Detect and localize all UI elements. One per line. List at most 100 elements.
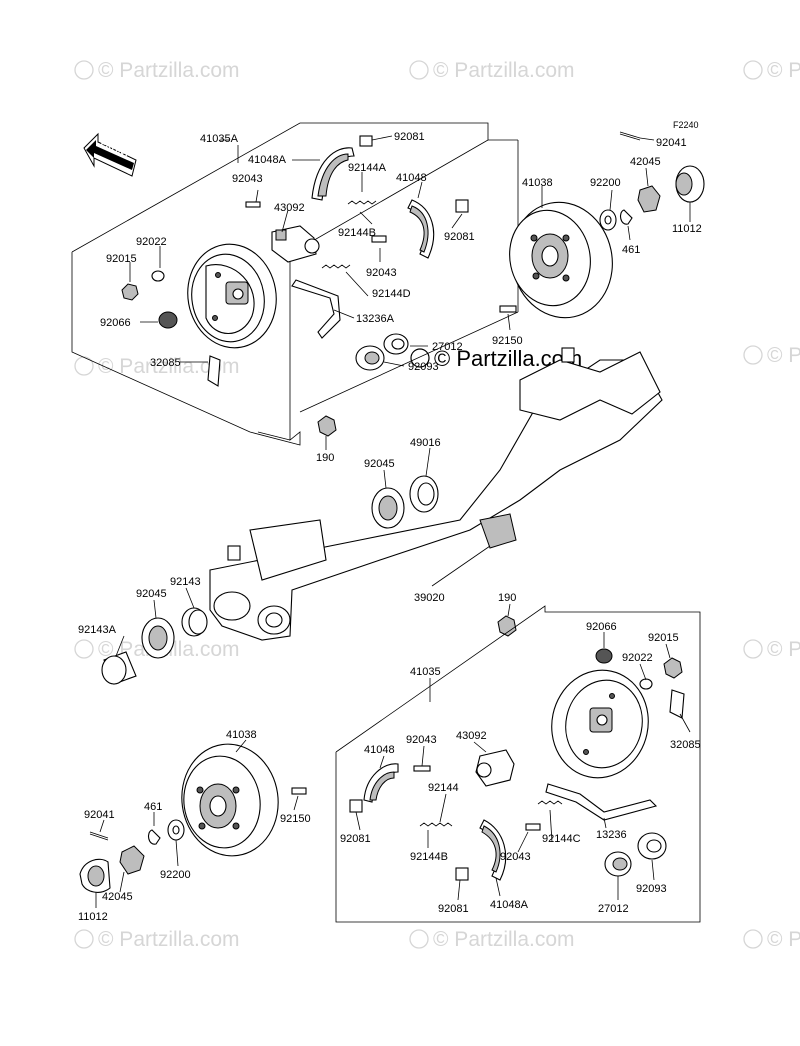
part-label: 92093 <box>636 883 667 895</box>
cap-top-right <box>675 165 705 203</box>
part-label: 461 <box>622 244 640 256</box>
wheel-cylinder-top <box>271 225 320 263</box>
part-label: 190 <box>316 452 334 464</box>
part-label: 92150 <box>280 813 311 825</box>
part-label: 92041 <box>656 137 687 149</box>
part-label: 92093 <box>408 361 439 373</box>
brake-shoe-bottom-a <box>363 763 399 803</box>
watermark-text: © Partzilla.com <box>767 638 800 661</box>
sleeve-92143A <box>101 651 137 685</box>
part-label: 32085 <box>150 357 181 369</box>
part-label: 92015 <box>106 253 137 265</box>
wheel-cylinder-bottom <box>475 749 515 787</box>
watermark-text: © Partzilla.com <box>433 928 575 951</box>
clip-461-bottom <box>147 829 161 845</box>
brake-shoe-bottom-b <box>479 819 507 881</box>
nut-bottom-left <box>119 845 145 875</box>
part-label: 92015 <box>648 632 679 644</box>
part-label: 27012 <box>598 903 629 915</box>
clip-top-1 <box>359 135 373 147</box>
watermark-text: © Partzilla.com <box>433 59 575 82</box>
spring-bottom-a <box>419 822 453 827</box>
diagram-code: F2240 <box>673 120 699 130</box>
washer-top-right <box>599 209 617 231</box>
brake-panel-bottom <box>551 669 649 779</box>
nut-190-bottom <box>497 615 517 637</box>
clip-bottom-1 <box>349 799 363 813</box>
part-label: 92144B <box>410 851 448 863</box>
part-label: 41048A <box>248 154 287 166</box>
seal-bottom-a <box>604 851 632 877</box>
part-label: 92045 <box>364 458 395 470</box>
clip-top-2 <box>455 199 469 213</box>
part-label: 92022 <box>136 236 167 248</box>
lever-top <box>291 279 341 339</box>
part-label: 92045 <box>136 588 167 600</box>
part-label: 92043 <box>406 734 437 746</box>
part-label: 41038 <box>522 177 553 189</box>
bolt-bottom-left <box>291 787 307 795</box>
brake-drum-bottom <box>181 743 279 857</box>
part-label: 190 <box>498 592 516 604</box>
part-label: 92043 <box>366 267 397 279</box>
leader-lines <box>95 135 691 908</box>
part-label: 92144C <box>542 833 581 845</box>
cotter-pin-top <box>619 131 641 141</box>
pin-top <box>245 201 261 208</box>
part-label: 461 <box>144 801 162 813</box>
part-label: 92043 <box>232 173 263 185</box>
part-label: 92144B <box>338 227 376 239</box>
part-label: 92041 <box>84 809 115 821</box>
part-label: 92143A <box>78 624 117 636</box>
part-label: 92081 <box>444 231 475 243</box>
part-label: 49016 <box>410 437 441 449</box>
part-label: 41038 <box>226 729 257 741</box>
part-label: 41048 <box>396 172 427 184</box>
brake-shoe-top-a <box>311 147 355 201</box>
axle-housing <box>209 347 663 641</box>
plug-bottom-right <box>595 648 613 664</box>
part-label: 92143 <box>170 576 201 588</box>
part-label: 32085 <box>670 739 701 751</box>
lower-brake-box <box>335 605 701 923</box>
sleeve-92143 <box>181 607 208 637</box>
part-label: 11012 <box>672 223 702 235</box>
part-label: 39020 <box>414 592 445 604</box>
washer-bottom-left <box>167 819 185 841</box>
part-label: 13236A <box>356 313 395 325</box>
part-label: 92022 <box>622 652 653 664</box>
watermark-text: © Partzilla.com <box>767 928 800 951</box>
watermark-text: © Partzilla.com <box>767 344 800 367</box>
part-label: 11012 <box>78 911 108 923</box>
part-label: 43092 <box>274 202 305 214</box>
part-label: 41035A <box>200 133 239 145</box>
brake-drum-top <box>509 201 613 319</box>
pin-bottom-2 <box>525 823 541 831</box>
watermark-text: © Partzilla.com <box>767 59 800 82</box>
watermark-text: © Partzilla.com <box>98 355 240 378</box>
part-label: 27012 <box>432 341 463 353</box>
part-label: 92081 <box>340 833 371 845</box>
nut-top-right <box>637 185 661 213</box>
nut-bottom-right <box>663 657 683 679</box>
part-label: 43092 <box>456 730 487 742</box>
part-label: 92200 <box>590 177 621 189</box>
part-label: 92144D <box>372 288 411 300</box>
spring-bottom-b <box>537 800 563 805</box>
part-label: 92066 <box>100 317 131 329</box>
part-label: 41035 <box>410 666 441 678</box>
part-label: 92066 <box>586 621 617 633</box>
cotter-pin-bottom <box>89 831 109 841</box>
brake-panel-top <box>187 243 277 349</box>
washer-top-left <box>151 270 165 282</box>
part-labels: 41035A 92081 41048A 92144A 41048 92043 4… <box>78 131 702 923</box>
part-label: 92150 <box>492 335 523 347</box>
bracket-bottom-right <box>669 689 685 719</box>
spring-top-b <box>321 264 351 269</box>
watermark-text: © Partzilla.com <box>98 928 240 951</box>
part-label: 92200 <box>160 869 191 881</box>
nut-top-left <box>121 283 139 301</box>
bearing-middle <box>371 487 405 529</box>
part-label: 42045 <box>102 891 133 903</box>
